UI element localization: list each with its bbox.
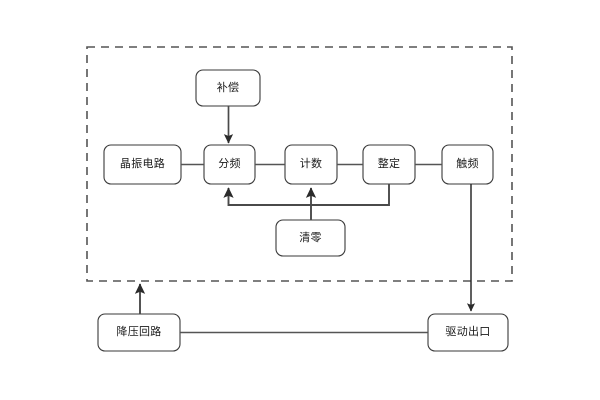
node-box-fenpin[interactable] [203, 144, 256, 185]
node-box-jiangya-huilu[interactable] [97, 313, 181, 352]
node-box-jingzhen-dianlu[interactable] [103, 144, 182, 185]
node-box-chupin[interactable] [441, 144, 494, 185]
node-box-qudong-chukou[interactable] [427, 313, 509, 352]
control-unit-boundary [86, 46, 513, 282]
node-box-zhengding[interactable] [362, 144, 416, 185]
node-box-qingling[interactable] [275, 219, 346, 257]
node-box-jishu[interactable] [284, 144, 338, 185]
edge-zhengding-to-fenpin-feedback [223, 184, 390, 206]
node-box-buchang[interactable] [195, 69, 261, 107]
